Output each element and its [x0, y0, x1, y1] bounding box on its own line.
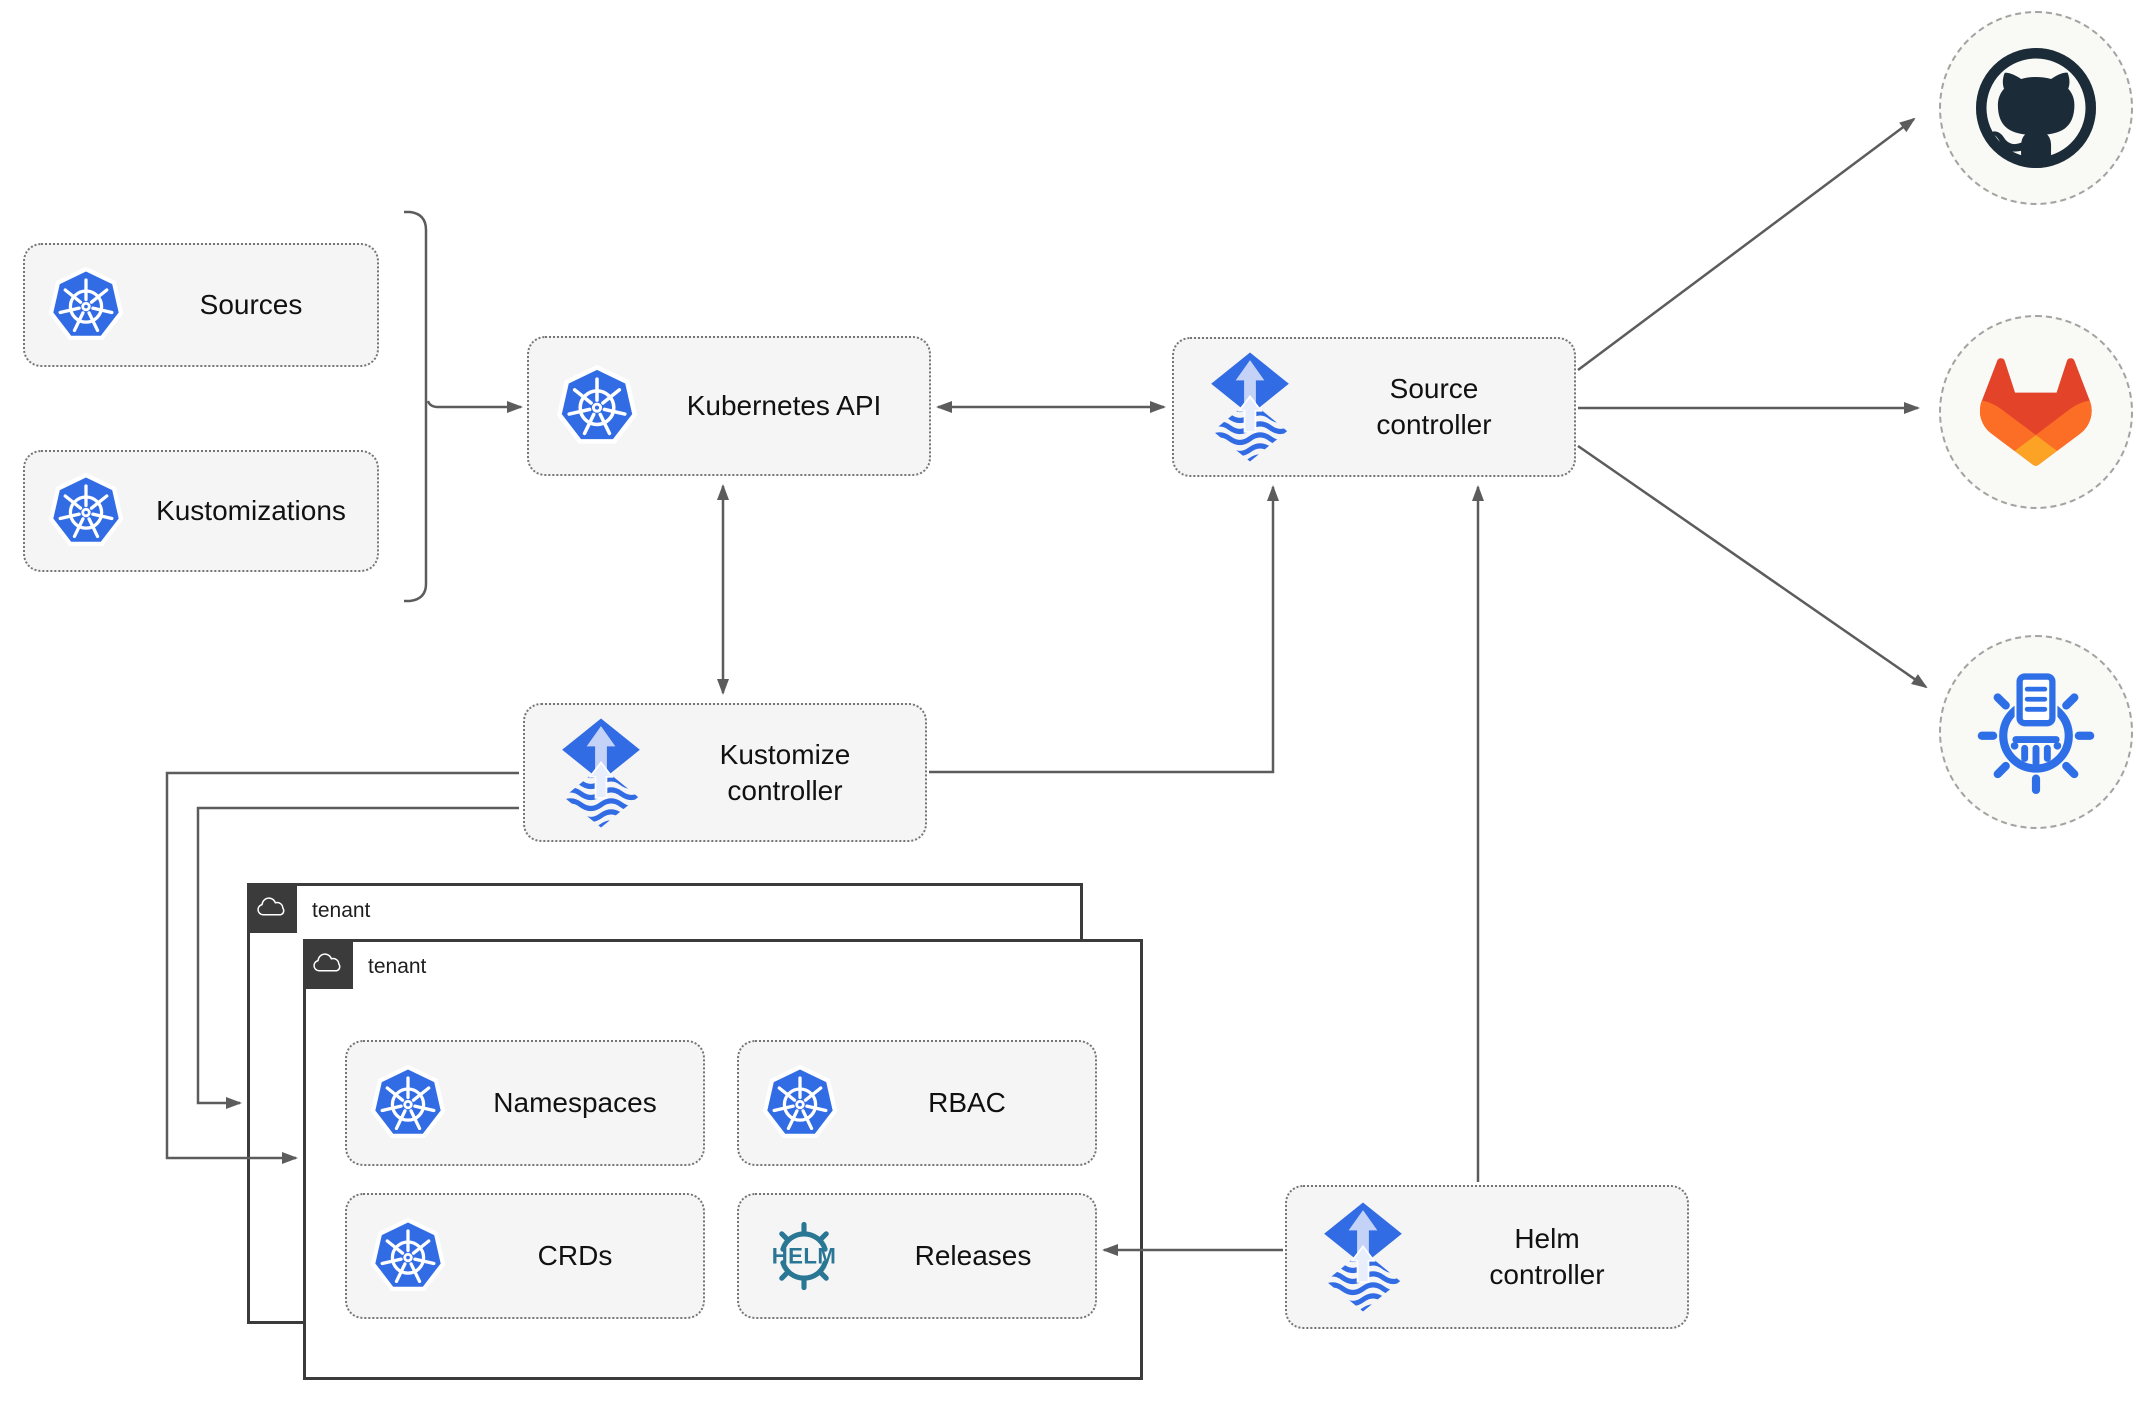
- flux-icon: [1319, 1200, 1407, 1314]
- kubernetes-icon: [47, 472, 125, 550]
- helm-icon: HELM: [757, 1213, 851, 1299]
- node-kubernetes-api: Kubernetes API: [527, 336, 931, 476]
- cloud-icon: [311, 952, 345, 977]
- github-icon: [1976, 48, 2096, 168]
- kubernetes-icon: [369, 1217, 447, 1295]
- edge-bracket: [404, 210, 428, 603]
- tenant-outer-label: tenant: [312, 899, 371, 922]
- edge-sourcecontroller-chartmuseum: [1577, 444, 1928, 689]
- node-sources: Sources: [23, 243, 379, 367]
- cloud-icon: [255, 896, 289, 921]
- node-source-controller: Source controller: [1172, 337, 1576, 477]
- node-helm-controller: Helm controller: [1285, 1185, 1689, 1329]
- tenant-badge: [247, 883, 297, 933]
- kubernetes-icon: [761, 1064, 839, 1142]
- node-kustomize-controller-label: Kustomize controller: [719, 738, 851, 806]
- edge-sourcecontroller-github: [1577, 117, 1916, 372]
- node-kustomizations-label: Kustomizations: [156, 495, 346, 527]
- github-target: [1939, 11, 2133, 205]
- flux-icon: [557, 716, 645, 830]
- gitlab-target: [1939, 315, 2133, 509]
- helm-wordmark: HELM: [772, 1244, 837, 1269]
- tenant-inner-label: tenant: [368, 955, 427, 978]
- node-rbac-label: RBAC: [928, 1087, 1006, 1119]
- edge-bracket-to-kubernetes-api: [426, 400, 523, 413]
- gitlab-icon: [1980, 358, 2092, 466]
- node-helm-controller-label: Helm controller: [1489, 1223, 1605, 1290]
- node-kustomize-controller: Kustomize controller: [523, 703, 927, 842]
- kubernetes-icon: [555, 364, 639, 448]
- node-source-controller-label: Source controller: [1376, 373, 1492, 440]
- node-namespaces-label: Namespaces: [493, 1087, 657, 1119]
- node-crds-label: CRDs: [537, 1240, 613, 1272]
- node-crds: CRDs: [345, 1193, 705, 1319]
- chartmuseum-target: [1939, 635, 2133, 829]
- node-rbac: RBAC: [737, 1040, 1097, 1166]
- kubernetes-icon: [47, 266, 125, 344]
- node-kustomizations: Kustomizations: [23, 450, 379, 572]
- edge-kustomizecontroller-sourcecontroller: [929, 485, 1279, 774]
- chartmuseum-helm-repo-icon: [1977, 672, 2095, 795]
- node-releases: HELM Releases: [737, 1193, 1097, 1319]
- node-kubernetes-api-label: Kubernetes API: [686, 390, 882, 422]
- kubernetes-icon: [369, 1064, 447, 1142]
- node-namespaces: Namespaces: [345, 1040, 705, 1166]
- node-sources-label: Sources: [199, 289, 303, 321]
- node-releases-label: Releases: [914, 1240, 1032, 1272]
- tenant-badge: [303, 939, 353, 989]
- flux-icon: [1206, 350, 1294, 464]
